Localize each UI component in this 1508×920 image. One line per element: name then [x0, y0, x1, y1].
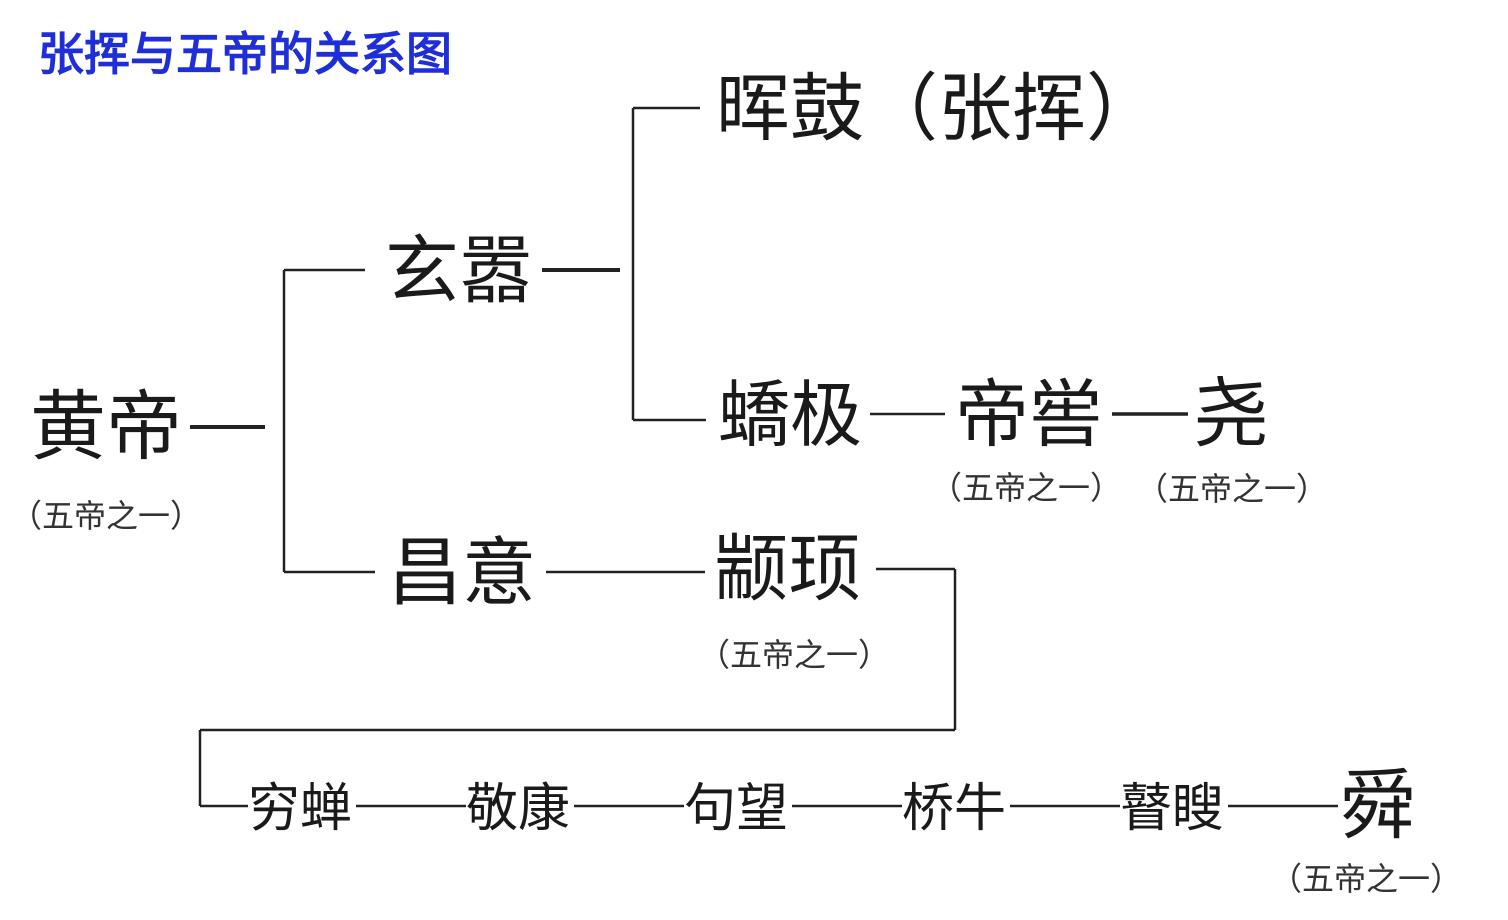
node-gusou: 瞽瞍 [1120, 779, 1224, 839]
node-changyi: 昌意 [388, 530, 536, 616]
connector-lines [190, 106, 1338, 808]
note-shun: （五帝之一） [1270, 860, 1462, 898]
node-shun: 舜 [1340, 761, 1416, 850]
node-xuanxiao: 玄嚣 [385, 228, 533, 314]
node-huangdi: 黄帝 [30, 382, 182, 471]
nodes: 黄帝 玄嚣 昌意 晖鼓（张挥） 蟜极 帝喾 尧 颛顼 穷蝉 敬康 句望 桥牛 瞽… [30, 66, 1416, 850]
note-diku: （五帝之一） [930, 469, 1122, 507]
node-zhuanxu: 颛顼 [714, 526, 862, 612]
node-qiaoniu: 桥牛 [902, 779, 1006, 839]
node-qiongchan: 穷蝉 [248, 779, 352, 839]
note-huangdi: （五帝之一） [10, 497, 202, 535]
node-yao: 尧 [1193, 369, 1269, 458]
note-yao: （五帝之一） [1136, 470, 1328, 508]
node-jingkang: 敬康 [466, 779, 570, 839]
emperor-notes: （五帝之一） （五帝之一） （五帝之一） （五帝之一） （五帝之一） [10, 469, 1462, 898]
note-zhuanxu: （五帝之一） [698, 636, 890, 674]
node-diku: 帝喾 [955, 372, 1103, 458]
node-huigu: 晖鼓（张挥） [716, 66, 1160, 152]
diagram-title: 张挥与五帝的关系图 [38, 27, 452, 81]
node-jiaoji: 蟜极 [718, 373, 862, 457]
node-juwang: 句望 [684, 779, 788, 839]
